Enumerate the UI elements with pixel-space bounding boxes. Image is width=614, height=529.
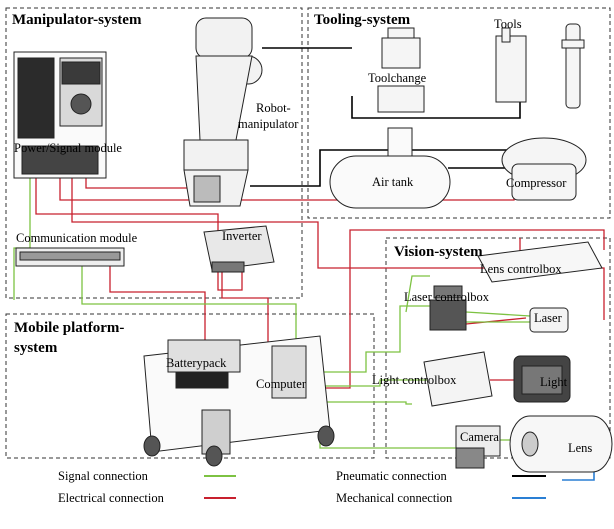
mobile-platform-drawing [143, 335, 335, 467]
compressor-label: Compressor [506, 176, 567, 190]
laser-label: Laser [534, 311, 563, 325]
electrical-line [71, 178, 605, 320]
camera-drawing [455, 425, 501, 469]
communication-module-label: Communication module [16, 231, 138, 245]
legend-signal-label: Signal connection [58, 469, 149, 483]
light-label: Light [540, 375, 568, 389]
laser-drawing [529, 307, 569, 333]
legend-mechanical-label: Mechanical connection [336, 491, 453, 505]
lens-controlbox-label: Lens controlbox [480, 262, 562, 276]
pneumatic-line [250, 149, 522, 187]
vision-system-title: Vision-system [394, 244, 483, 260]
light-controlbox-label: Light controlbox [372, 373, 457, 387]
pneumatic-connections [250, 47, 522, 187]
light-drawing [513, 355, 571, 403]
electrical-line [85, 178, 195, 189]
signal-line [296, 305, 430, 373]
legend-pneumatic-label: Pneumatic connection [336, 469, 447, 483]
tooling-system-box [307, 7, 611, 219]
air-tank-label: Air tank [372, 175, 414, 189]
manipulator-system-title: Manipulator-system [12, 12, 142, 28]
tools-label: Tools [494, 17, 522, 31]
manipulator-system-box [5, 7, 303, 299]
power-signal-module-label: Power/Signal module [14, 141, 122, 155]
vision-system-box [385, 237, 611, 459]
robot-manipulator-label-line1: Robot- [256, 101, 291, 115]
lens-label: Lens [568, 441, 592, 455]
electrical-line [465, 317, 527, 325]
legend: Signal connection Electrical connection … [58, 469, 546, 505]
electrical-line [109, 262, 206, 344]
laser-controlbox-label: Laser controlbox [404, 290, 490, 304]
tools-drawing [495, 23, 585, 109]
toolchange-drawing [377, 27, 425, 113]
electrical-line [221, 268, 269, 342]
signal-line [300, 379, 430, 387]
compressor-drawing [501, 137, 587, 201]
lens-controlbox-drawing [477, 241, 603, 283]
camera-label: Camera [460, 430, 499, 444]
inverter-label: Inverter [222, 229, 262, 243]
communication-module-drawing [15, 247, 125, 267]
electrical-line [300, 229, 605, 389]
power-signal-module-drawing [13, 51, 107, 179]
air-tank-drawing [329, 127, 451, 209]
lens-drawing [509, 415, 613, 473]
batterypack-label: Batterypack [166, 356, 227, 370]
robot-manipulator-label-line2: manipulator [238, 117, 299, 131]
light-controlbox-drawing [423, 351, 493, 407]
signal-line [405, 275, 430, 313]
signal-line [81, 266, 297, 360]
mobile-platform-box [5, 313, 375, 459]
mobile-platform-title-line2: system [14, 340, 58, 356]
mobile-platform-title-line1: Mobile platform- [14, 320, 124, 336]
robot-manipulator-drawing [183, 17, 263, 207]
signal-line [300, 401, 412, 405]
signal-line [465, 311, 531, 317]
inverter-drawing [203, 225, 275, 273]
pneumatic-line [351, 96, 521, 119]
toolchange-label: Toolchange [368, 71, 427, 85]
laser-controlbox-drawing [429, 285, 467, 331]
computer-label: Computer [256, 377, 307, 391]
tooling-system-title: Tooling-system [314, 12, 411, 28]
legend-electrical-label: Electrical connection [58, 491, 165, 505]
